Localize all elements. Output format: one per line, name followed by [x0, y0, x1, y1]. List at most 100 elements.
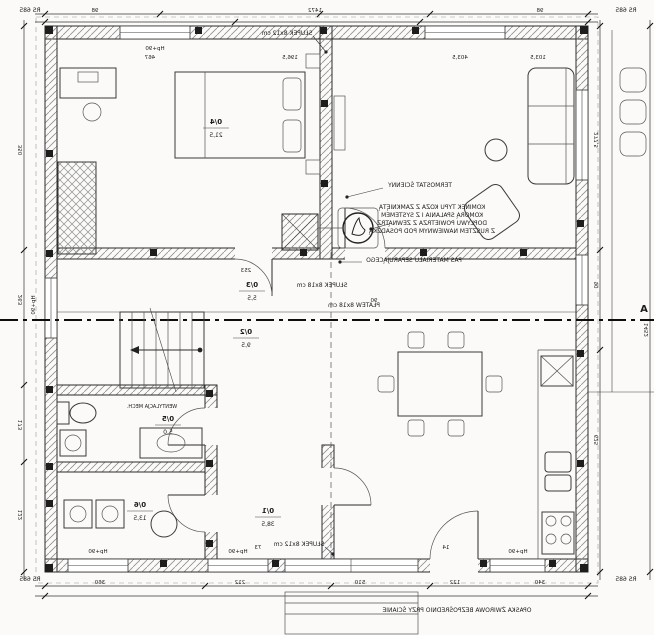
- dim-label: 73: [254, 545, 261, 551]
- corner-mark-top-right: RS 685: [615, 7, 637, 14]
- window-bottom-2: [207, 558, 269, 573]
- tv-cabinet: [333, 95, 346, 151]
- annotation-fireplace-1: KOMINEK TYPU KOZA Z ZAMKNIĘTĄ: [378, 204, 485, 211]
- wardrobe: [57, 161, 97, 255]
- desk-chair: [82, 102, 102, 122]
- dim-label: 196,5: [282, 55, 298, 61]
- room-area: 5,0: [163, 429, 173, 436]
- window-bottom-1: [67, 558, 129, 573]
- toilet-tank: [56, 401, 70, 425]
- chair: [447, 419, 465, 437]
- door-room-right: [344, 207, 386, 249]
- doors: [167, 207, 479, 560]
- corner-mark-bottom-right: RS 685: [615, 576, 637, 583]
- exterior-planter: [619, 131, 647, 157]
- stairs: [119, 307, 205, 393]
- stove-body: [342, 212, 374, 244]
- exterior-planter: [619, 99, 647, 125]
- annotation-vent: WENTYLACJA MECH.: [126, 404, 177, 410]
- exterior-right: [588, 30, 654, 393]
- room-tag-03: 0/3 5,5: [239, 281, 265, 302]
- appliance: [63, 499, 93, 529]
- chair: [485, 375, 503, 393]
- room-tag-06: 0/6 13,5: [127, 501, 153, 522]
- dim-label: 98: [91, 8, 98, 14]
- dining-kitchen: [377, 331, 576, 559]
- dim-label: 360: [94, 580, 105, 586]
- room-area: 9,5: [241, 342, 251, 349]
- annotation-fireplace-3: DOPŁYWU POWIETRZA Z ZEWNĄTRZ: [377, 220, 487, 227]
- window-bottom-3: [489, 558, 546, 573]
- chair: [407, 331, 425, 349]
- pillow: [282, 77, 302, 111]
- terrace-steps: [284, 591, 419, 635]
- bathroom-fixtures: [56, 401, 203, 459]
- roof-overhang-outline: [35, 16, 599, 584]
- terrace-sliding-door: [284, 558, 419, 573]
- door-bathroom: [167, 407, 206, 446]
- window-top-1: [119, 25, 191, 40]
- corner-mark-bottom-left: RS 685: [19, 576, 41, 583]
- dim-label: 253: [240, 268, 251, 274]
- window-sill-label: Hp+90: [31, 295, 37, 315]
- room-tag-01: 0/1 38,5: [255, 507, 281, 528]
- door-bedroom: [234, 258, 273, 297]
- window-right-1: [575, 89, 589, 181]
- burner: [545, 515, 557, 527]
- dim-label: 90: [594, 282, 600, 289]
- window-left-1: [44, 277, 58, 339]
- door-room-06: [167, 494, 206, 533]
- wall-bathroom-north: [56, 384, 218, 396]
- dim-label: 1452: [644, 323, 650, 337]
- nightstand: [305, 159, 321, 175]
- dim-label: 403,5: [452, 55, 468, 61]
- room-number: 0/6: [134, 501, 146, 509]
- section-letter: A: [640, 304, 648, 315]
- small-table: [150, 510, 178, 538]
- bed: [174, 71, 306, 159]
- annotation-fireplace-2: KOMORĄ SPALANIA I Z SYSTEMEM: [381, 212, 483, 219]
- appliance: [95, 499, 125, 529]
- door-central: [333, 467, 372, 506]
- dining-table: [397, 351, 483, 417]
- door-entrance: [429, 510, 479, 560]
- annotation-post-top: SŁUPEK 8x12 cm: [261, 30, 312, 37]
- room-number: 0/2: [240, 328, 252, 336]
- window-sill-label: Hp+90: [88, 549, 108, 555]
- window-right-2: [575, 254, 589, 306]
- room-number: 0/1: [262, 507, 274, 515]
- corner-mark-top-left: RS 685: [19, 7, 41, 14]
- room-number: 0/4: [210, 118, 222, 126]
- room-area: 21,5: [209, 132, 223, 139]
- dim-label: 625: [594, 435, 600, 446]
- annotation-thermostat: TERMOSTAT ŚCIENNY: [388, 182, 453, 189]
- washbasin: [156, 433, 186, 453]
- room-06-furniture: [63, 499, 178, 538]
- coffee-table: [484, 138, 508, 162]
- window-sill-label: Hp+90: [508, 549, 528, 555]
- room-area: 5,5: [247, 295, 257, 302]
- annotation-purlin: PŁATEW 8x18 cm: [328, 302, 380, 309]
- wall-posts: [45, 26, 588, 572]
- dim-label: 122: [18, 510, 24, 521]
- burner: [560, 533, 572, 545]
- armchair: [464, 184, 520, 240]
- annotation-post-mid: SŁUPEK 8x18 cm: [296, 282, 347, 289]
- annotation-gravel-strip: OPASKA ŻWIROWA BEZPOŚREDNIO PRZY ŚCIANIE: [382, 607, 531, 614]
- burner: [560, 515, 572, 527]
- dim-label: 1472: [308, 8, 322, 14]
- dim-label: 103,5: [530, 55, 546, 61]
- dim-label: 14: [442, 545, 449, 551]
- stove: [541, 511, 575, 555]
- walls: [44, 25, 589, 573]
- room-area: 13,5: [133, 515, 147, 522]
- fireplace: [318, 207, 379, 249]
- sofa: [527, 67, 575, 185]
- window-sill-label: Hp+90: [145, 46, 165, 52]
- washing-machine: [59, 429, 87, 457]
- dim-label: 122: [450, 580, 461, 586]
- fridge: [540, 355, 574, 387]
- dim-label: 350: [18, 145, 24, 156]
